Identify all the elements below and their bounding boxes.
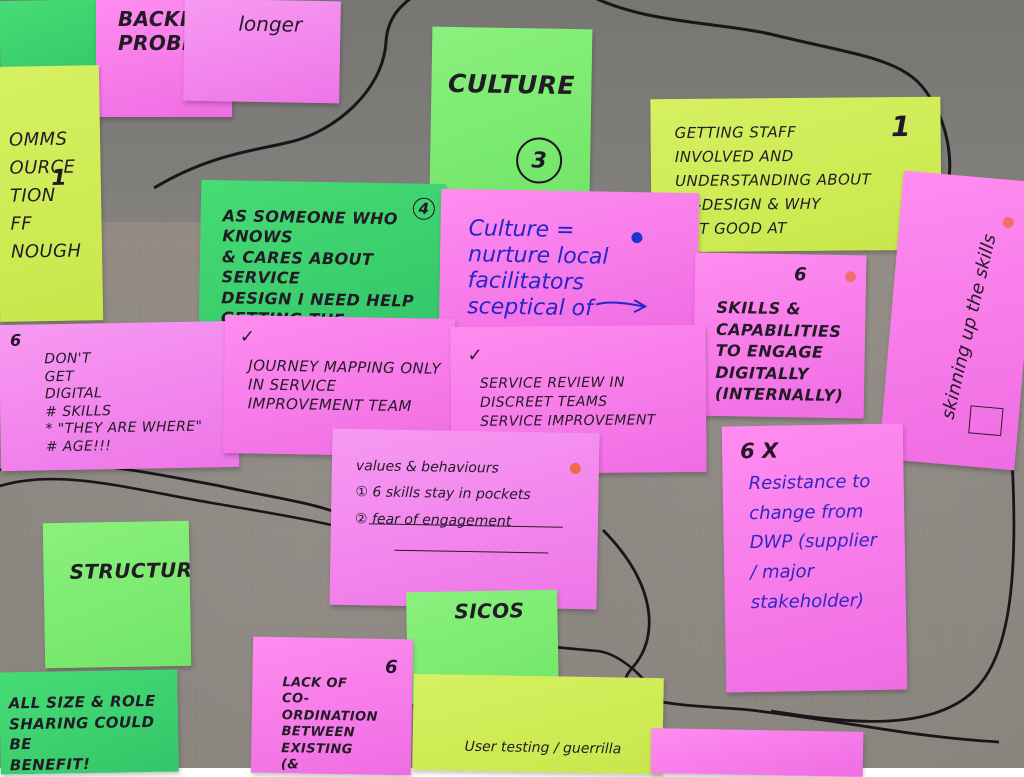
comms-number: 1 [51,165,67,191]
skills-number: 6 [793,264,807,286]
skills-dot [844,271,857,283]
right-note-text: skinning up the skills [937,232,1001,422]
user-testing-text: User testing / guerrilla [464,738,622,758]
culture-title-text: CULTURE [447,68,576,101]
culture-nurture-text: Culture = nurture local facilitators sce… [466,216,609,322]
culture-number-circle: 3 [515,137,563,184]
note-coordination[interactable]: 6 LACK OF CO-ORDINATION BETWEEN EXISTING… [250,636,414,776]
note-dont-get-digital[interactable]: 6 DON'T GET DIGITAL # SKILLS * "THEY ARE… [0,320,240,472]
note-comms-left[interactable]: 1 OMMS OURCE TION FF NOUGH [0,65,104,322]
note-skills-capabilities[interactable]: 6 SKILLS & CAPABILITIES TO ENGAGE DIGITA… [692,252,867,419]
arrow-icon [595,299,648,314]
marker-line-top-left [153,0,411,190]
note-resistance[interactable]: 6 X Resistance to change from DWP (suppl… [721,423,908,693]
getting-staff-number: 1 [890,109,911,144]
note-culture-nurture[interactable]: Culture = nurture local facilitators sce… [438,188,700,336]
comms-text: OMMS OURCE TION FF NOUGH [8,128,82,263]
marker-line-top-right [595,0,952,182]
note-someone-knows[interactable]: 4 AS SOMEONE WHO KNOWS & CARES ABOUT SER… [198,179,447,336]
skills-text: SKILLS & CAPABILITIES TO ENGAGE DIGITALL… [714,297,844,406]
right-note-box-mark [968,405,1004,437]
resistance-number: 6 X [739,438,779,464]
size-role-text: ALL SIZE & ROLE SHARING COULD BE BENEFIT… [8,691,156,775]
culture-number: 3 [531,147,548,174]
note-size-role[interactable]: ALL SIZE & ROLE SHARING COULD BE BENEFIT… [0,669,179,775]
service-review-text: SERVICE REVIEW IN DISCREET TEAMS SERVICE… [479,374,656,430]
note-longer[interactable]: longer [183,0,341,104]
coordination-text: LACK OF CO-ORDINATION BETWEEN EXISTING (… [280,675,378,775]
service-review-check: ✓ [467,344,483,366]
sicos-text: SICOS [454,598,525,624]
marker-line-bottom [602,529,1000,744]
note-user-testing[interactable]: User testing / guerrilla [412,673,664,775]
digital-number: 6 [9,330,22,350]
journey-check: ✓ [239,326,256,348]
resistance-text: Resistance to change from DWP (supplier … [748,471,878,613]
note-structure[interactable]: STRUCTURE [42,520,192,669]
note-culture-title[interactable]: CULTURE 3 [429,26,593,196]
coordination-number: 6 [384,656,398,679]
note-values-behaviours[interactable]: values & behaviours ① 6 skills stay in p… [329,428,600,610]
marker-line-left-low [0,462,344,517]
marker-line-left-low-2 [0,477,344,530]
longer-text: longer [238,11,303,37]
fear-underline [394,549,549,554]
structure-text: STRUCTURE [69,557,192,584]
journey-text: JOURNEY MAPPING ONLY IN SERVICE IMPROVEM… [247,356,442,416]
marker-line-right-loop [770,425,1016,723]
digital-text: DON'T GET DIGITAL # SKILLS * "THEY ARE W… [44,350,203,455]
note-bottom-right-partial[interactable] [650,728,864,777]
